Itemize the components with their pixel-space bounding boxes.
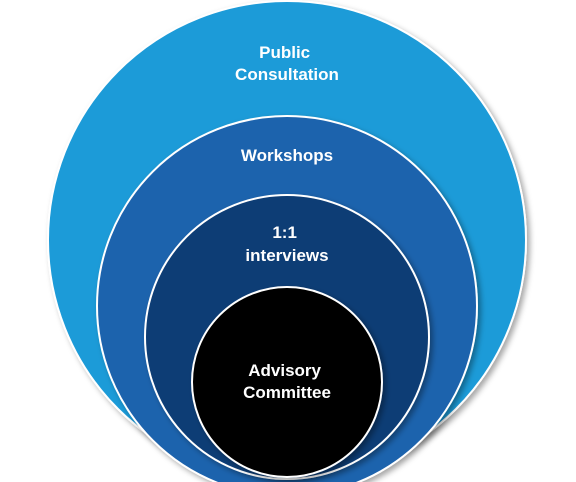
third-label-line-2: interviews [245, 246, 328, 265]
third-label-line-1: 1:1 [272, 223, 297, 242]
inner-label-line-2: Committee [243, 383, 331, 402]
second-label-line-1: Workshops [241, 146, 333, 165]
layer-advisory-committee: Advisory Committee [191, 286, 383, 478]
outer-label-line-1: Public [259, 43, 310, 62]
outer-circle-label: Public Consultation [235, 43, 339, 84]
inner-circle-label: Advisory Committee [243, 361, 331, 402]
second-circle-label: Workshops [241, 146, 333, 165]
inner-label-line-1: Advisory [248, 361, 321, 380]
outer-label-line-2: Consultation [235, 65, 339, 84]
inner-circle [191, 286, 383, 478]
third-circle-label: 1:1 interviews [245, 223, 328, 265]
